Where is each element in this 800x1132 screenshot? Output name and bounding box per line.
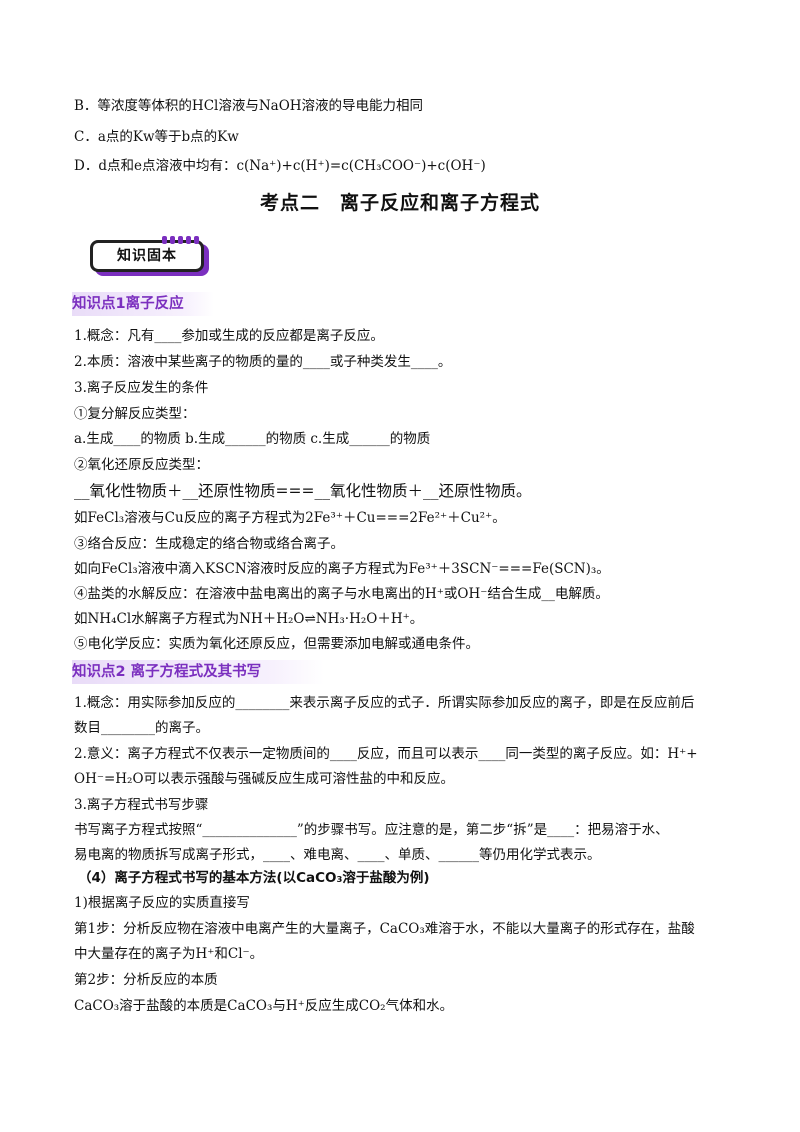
s2-line-12: 第2步：分析反应的本质 [74, 972, 218, 988]
option-b: B．等浓度等体积的HCl溶液与NaOH溶液的导电能力相同 [74, 98, 424, 114]
s2-line-13: CaCO₃溶于盐酸的本质是CaCO₃与H⁺反应生成CO₂气体和水。 [74, 998, 454, 1014]
section-heading-1: 知识点1离子反应 [72, 292, 214, 316]
s1-line-5: a.生成____的物质 b.生成______的物质 c.生成______的物质 [74, 431, 431, 447]
s2-line-9: 1)根据离子反应的实质直接写 [74, 895, 250, 911]
option-c: C．a点的Kw等于b点的Kw [74, 129, 239, 145]
binder-rings-icon [162, 236, 199, 244]
s2-line-4: OH⁻=H₂O可以表示强酸与强碱反应生成可溶性盐的中和反应。 [74, 771, 455, 787]
s2-line-10: 第1步：分析反应物在溶液中电离产生的大量离子，CaCO₃难溶于水，不能以大量离子… [74, 921, 695, 937]
s1-line-9: ③络合反应：生成稳定的络合物或络合离子。 [74, 536, 344, 552]
s2-line-11: 中大量存在的离子为H⁺和Cl⁻。 [74, 946, 264, 962]
s1-line-1: 1.概念：凡有____参加或生成的反应都是离子反应。 [74, 328, 384, 344]
badge-frame [90, 240, 204, 272]
s1-line-4: ①复分解反应类型： [74, 406, 196, 422]
s1-line-6: ②氧化还原反应类型： [74, 457, 209, 473]
s2-line-3: 2.意义：离子方程式不仅表示一定物质间的____反应，而且可以表示____同一类… [74, 746, 698, 762]
s1-line-8: 如FeCl₃溶液与Cu反应的离子方程式为2Fe³⁺＋Cu===2Fe²⁺＋Cu²… [74, 510, 506, 526]
s1-line-13: ⑤电化学反应：实质为氧化还原反应，但需要添加电解或通电条件。 [74, 636, 479, 652]
s1-line-3: 3.离子反应发生的条件 [74, 380, 209, 396]
s2-line-8: （4）离子方程式书写的基本方法(以CaCO₃溶于盐酸为例) [78, 870, 430, 886]
option-d: D．d点和e点溶液中均有：c(Na⁺)+c(H⁺)=c(CH₃COO⁻)+c(O… [74, 158, 486, 174]
s2-line-5: 3.离子方程式书写步骤 [74, 797, 209, 813]
section-heading-2: 知识点2 离子方程式及其书写 [72, 660, 324, 684]
s2-line-7: 易电离的物质拆写成离子形式，____、难电离、____、单质、______等仍用… [74, 847, 601, 863]
s1-line-2: 2.本质：溶液中某些离子的物质的量的____或子种类发生____。 [74, 354, 452, 370]
s2-line-1: 1.概念：用实际参加反应的________来表示离子反应的式子．所谓实际参加反应… [74, 695, 695, 711]
s1-line-7: __氧化性物质＋__还原性物质===__氧化性物质＋__还原性物质。 [74, 482, 532, 500]
s1-line-10: 如向FeCl₃溶液中滴入KSCN溶液时反应的离子方程式为Fe³⁺＋3SCN⁻==… [74, 561, 610, 577]
s2-line-6: 书写离子方程式按照“______________”的步骤书写。应注意的是，第二步… [74, 822, 669, 838]
badge-label: 知识固本 [117, 248, 177, 264]
s1-line-12: 如NH₄Cl水解离子方程式为NH＋H₂O⇌NH₃·H₂O＋H⁺。 [74, 611, 424, 627]
section-title: 考点二 离子反应和离子方程式 [259, 192, 540, 214]
s1-line-11: ④盐类的水解反应：在溶液中盐电离出的离子与水电离出的H⁺或OH⁻结合生成__电解… [74, 586, 609, 602]
s2-line-2: 数目________的离子。 [74, 720, 209, 736]
knowledge-badge: 知识固本 [90, 236, 204, 272]
